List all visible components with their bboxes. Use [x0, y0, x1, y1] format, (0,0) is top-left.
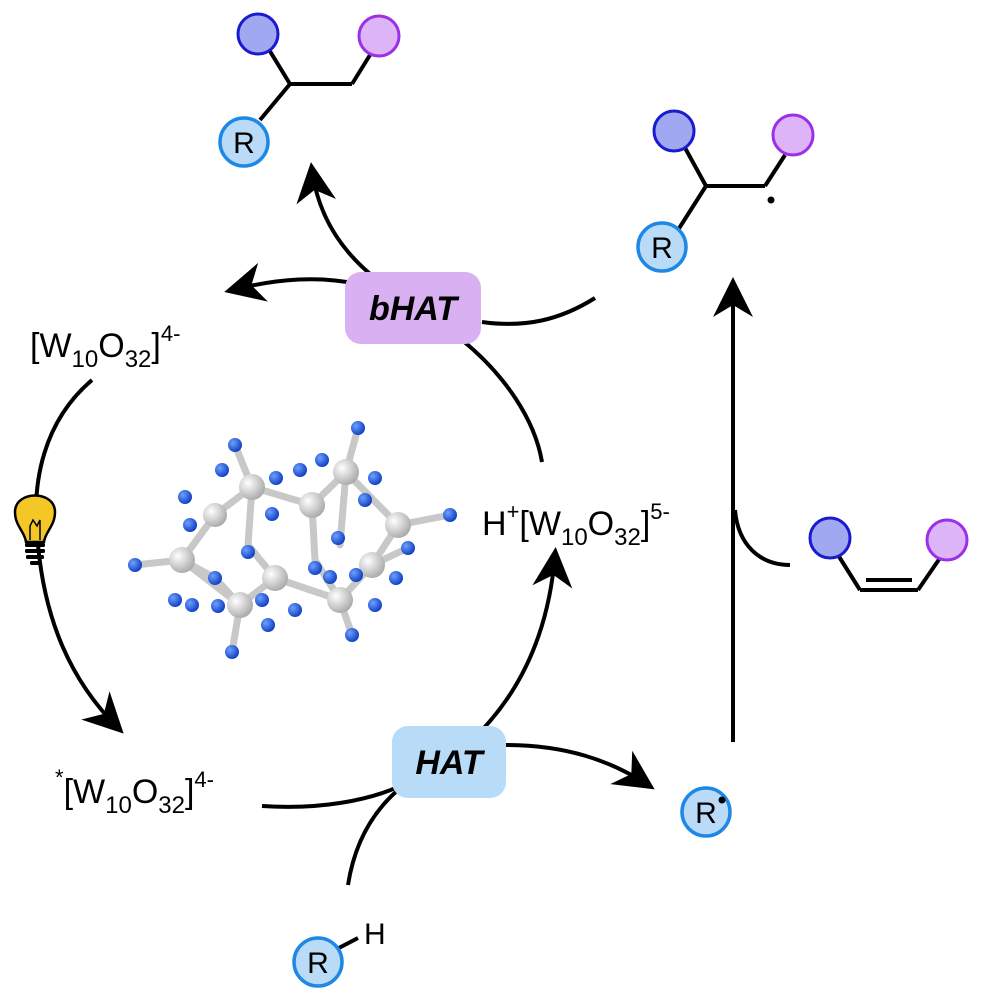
radical-adduct-structure: R [636, 109, 815, 273]
decatungstate-structure [128, 421, 457, 659]
arc-excited-to-hat [261, 784, 401, 809]
arc-reduced-to-bhat [460, 338, 544, 463]
rh-substrate-structure: R H [292, 918, 386, 988]
r-radical-structure: R [680, 786, 732, 838]
purple-substituent-icon [357, 14, 401, 58]
product-structure: R [218, 12, 401, 168]
r-group-icon [680, 786, 732, 838]
arc-adduct-to-bhat [481, 296, 597, 326]
arrow-bhat-to-ground [224, 262, 359, 302]
catalyst-ground-label: [W10O32]4- [30, 321, 180, 373]
r-label: R [695, 797, 717, 830]
hat-badge: HAT [392, 726, 506, 798]
r-group-icon [218, 116, 270, 168]
purple-substituent-icon [771, 113, 815, 157]
cycle-arrows [34, 162, 791, 886]
hat-label: HAT [415, 744, 486, 782]
arc-rh-to-hat [346, 788, 400, 886]
r-group-icon [292, 936, 344, 988]
arrow-bhat-to-product [296, 162, 377, 280]
arrow-photoexcitation [34, 378, 124, 734]
catalyst-excited-label: *[W10O32]4- [55, 765, 214, 819]
light-bulb-icon [13, 494, 57, 565]
arc-alkene-to-line [733, 509, 791, 567]
bhat-badge: bHAT [345, 272, 481, 344]
arrow-hat-to-reduced [468, 547, 573, 744]
r-label: R [233, 127, 255, 160]
alkene-structure [808, 516, 969, 592]
catalyst-reduced-label: H+[W10O32]5- [482, 499, 670, 551]
arrow-hat-to-radical [504, 743, 655, 790]
radical-dot-icon [718, 796, 726, 804]
blue-substituent-icon [236, 12, 280, 56]
radical-dot-icon [767, 196, 775, 204]
r-group-icon [636, 221, 688, 273]
purple-substituent-icon [925, 518, 969, 562]
bhat-label: bHAT [369, 290, 460, 328]
r-label: R [307, 947, 329, 980]
blue-substituent-icon [652, 109, 696, 153]
h-atom-label: H [364, 918, 386, 951]
blue-substituent-icon [808, 516, 852, 560]
r-label: R [651, 232, 673, 265]
